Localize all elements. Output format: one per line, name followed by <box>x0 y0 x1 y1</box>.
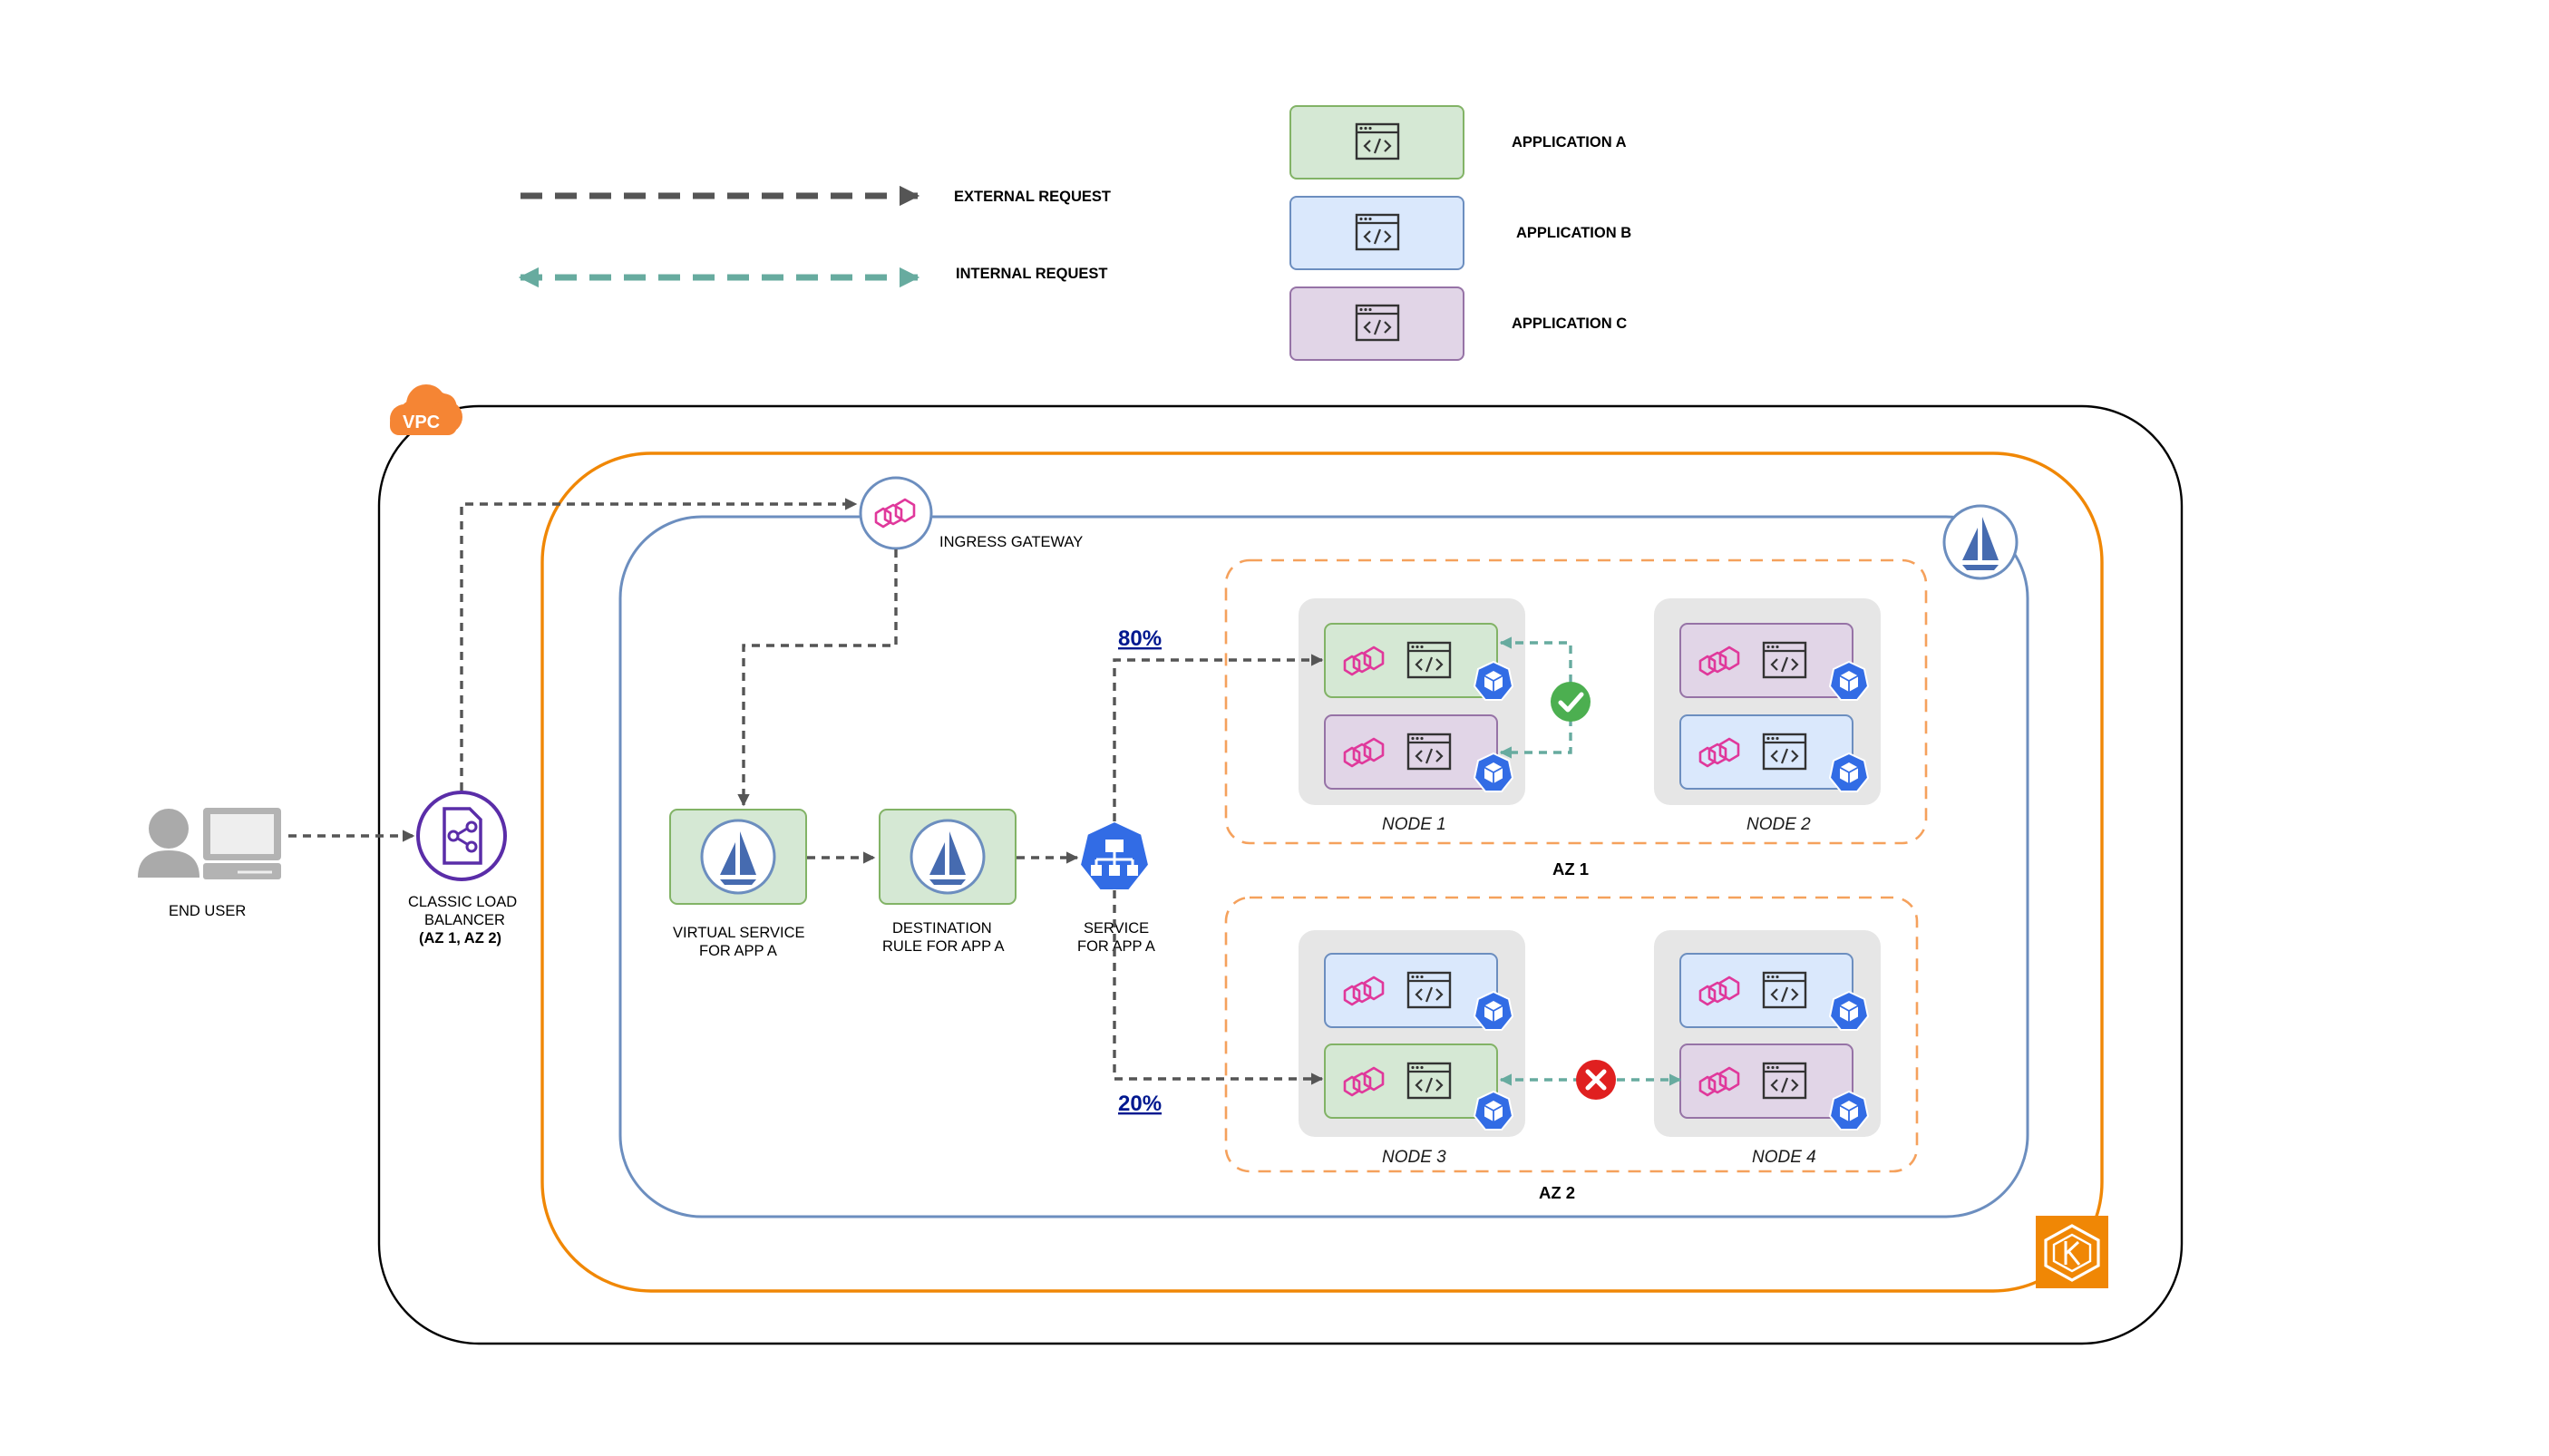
legend-external-label: EXTERNAL REQUEST <box>954 189 1111 205</box>
kubernetes-pod-icon <box>1829 752 1869 792</box>
node-2-label: NODE 2 <box>1746 815 1811 834</box>
node-2: NODE 2 <box>1654 598 1881 834</box>
legend-app-b-swatch <box>1289 196 1464 270</box>
kubernetes-pod-icon <box>1829 991 1869 1031</box>
az2-label: AZ 2 <box>1539 1183 1575 1202</box>
destination-rule: DESTINATION RULE FOR APP A <box>879 809 1017 955</box>
vpc-label: VPC <box>403 413 440 432</box>
ingress-gateway-label: INGRESS GATEWAY <box>939 534 1083 550</box>
user-icon <box>138 809 199 878</box>
legend-app-b-label: APPLICATION B <box>1516 225 1631 241</box>
vpc-badge: VPC <box>390 384 462 435</box>
virtual-service-label-line2: FOR APP A <box>699 943 777 959</box>
legend: EXTERNAL REQUEST INTERNAL REQUEST APPLIC… <box>518 105 1631 361</box>
pod-app-c <box>1679 623 1853 698</box>
legend-app-c-label: APPLICATION C <box>1512 315 1627 332</box>
load-balancer-label-line2: BALANCER <box>424 912 505 928</box>
arrow-ingress-to-virtual-service <box>737 549 898 807</box>
load-balancer-label-line1: CLASSIC LOAD <box>408 894 517 910</box>
kubernetes-pod-icon <box>1474 991 1513 1031</box>
pod-app-b <box>1324 953 1498 1028</box>
service-for-app-a: SERVICE FOR APP A <box>1077 820 1155 955</box>
ingress-gateway: INGRESS GATEWAY <box>859 476 1083 550</box>
legend-app-a-label: APPLICATION A <box>1512 134 1627 150</box>
destination-rule-label-line2: RULE FOR APP A <box>882 938 1005 955</box>
computer-icon <box>203 808 281 879</box>
failure-cross-icon <box>1576 1060 1616 1100</box>
kubernetes-pod-icon <box>1474 661 1513 701</box>
az1-boundary <box>1224 558 1928 845</box>
service-label-line2: FOR APP A <box>1077 938 1155 955</box>
arrow-service-to-node3 <box>1113 890 1324 1085</box>
load-balancer-label-line3: (AZ 1, AZ 2) <box>419 930 501 946</box>
kubernetes-pod-icon <box>1829 661 1869 701</box>
az2-traffic-weight: 20% <box>1118 1092 1162 1116</box>
pod-app-c <box>1679 1043 1853 1119</box>
pod-app-c <box>1324 714 1498 790</box>
istio-control-plane <box>1942 504 2019 580</box>
end-user: END USER <box>138 808 281 919</box>
node-3: NODE 3 <box>1299 930 1525 1167</box>
kubernetes-pod-icon <box>1474 1091 1513 1131</box>
eks-cluster-boundary <box>540 451 2104 1293</box>
legend-internal-label: INTERNAL REQUEST <box>956 266 1107 282</box>
virtual-service-label-line1: VIRTUAL SERVICE <box>673 925 805 941</box>
destination-rule-label-line1: DESTINATION <box>892 920 992 937</box>
node-4-label: NODE 4 <box>1752 1148 1816 1167</box>
node-1: NODE 1 <box>1299 598 1525 834</box>
node-3-label: NODE 3 <box>1382 1148 1446 1167</box>
end-user-label: END USER <box>169 903 246 919</box>
pod-app-b <box>1679 953 1853 1028</box>
node-4: NODE 4 <box>1654 930 1881 1167</box>
az1-label: AZ 1 <box>1552 859 1589 878</box>
service-label-line1: SERVICE <box>1084 920 1149 937</box>
arrow-elb-to-ingress <box>460 498 858 791</box>
arrow-service-to-node1 <box>1113 654 1324 821</box>
pod-app-a <box>1324 1043 1498 1119</box>
kubernetes-pod-icon <box>1474 752 1513 792</box>
kubernetes-service-icon <box>1078 820 1151 891</box>
az1-traffic-weight: 80% <box>1118 626 1162 651</box>
legend-app-a-swatch <box>1289 105 1464 180</box>
classic-load-balancer: CLASSIC LOAD BALANCER (AZ 1, AZ 2) <box>408 791 517 946</box>
vpc-boundary <box>377 404 2184 1345</box>
success-check-icon <box>1551 682 1591 722</box>
kubernetes-pod-icon <box>1829 1091 1869 1131</box>
pod-app-b <box>1679 714 1853 790</box>
node-1-label: NODE 1 <box>1382 815 1446 834</box>
internal-request-flows <box>1499 636 1682 1086</box>
service-mesh-boundary <box>618 515 2029 1218</box>
pod-app-a <box>1324 623 1498 698</box>
external-request-flows <box>288 498 1324 1085</box>
classic-load-balancer-icon <box>416 791 507 881</box>
legend-app-c-swatch <box>1289 286 1464 361</box>
eks-icon <box>2036 1216 2108 1288</box>
az2-boundary <box>1224 896 1919 1173</box>
virtual-service: VIRTUAL SERVICE FOR APP A <box>669 809 807 959</box>
arrow-node1-internal <box>1499 636 1572 759</box>
